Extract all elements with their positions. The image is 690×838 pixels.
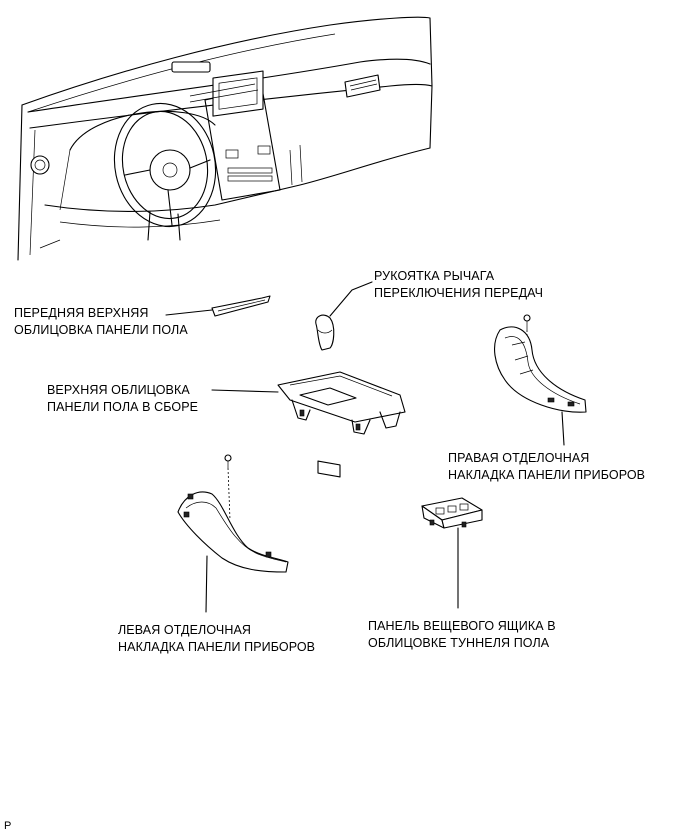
- front-upper-trim-part: [165, 295, 271, 317]
- label-console-box-panel: ПАНЕЛЬ ВЕЩЕВОГО ЯЩИКА В ОБЛИЦОВКЕ ТУННЕЛ…: [368, 619, 556, 650]
- left-trim-part: [177, 454, 289, 613]
- label-front-upper-trim: ПЕРЕДНЯЯ ВЕРХНЯЯ ОБЛИЦОВКА ПАНЕЛИ ПОЛА: [14, 306, 188, 337]
- label-left-trim: ЛЕВАЯ ОТДЕЛОЧНАЯ НАКЛАДКА ПАНЕЛИ ПРИБОРО…: [118, 623, 316, 654]
- upper-console-part: [211, 371, 406, 478]
- center-buttons: [225, 145, 273, 182]
- console-box-panel-part: [421, 497, 483, 609]
- label-shift-knob: РУКОЯТКА РЫЧАГА ПЕРЕКЛЮЧЕНИЯ ПЕРЕДАЧ: [374, 269, 544, 300]
- right-trim-part: [494, 314, 587, 446]
- corner-mark: P: [4, 820, 12, 832]
- dashboard-overview: [17, 16, 433, 261]
- label-upper-console: ВЕРХНЯЯ ОБЛИЦОВКА ПАНЕЛИ ПОЛА В СБОРЕ: [47, 383, 199, 414]
- shift-knob-part: [315, 281, 373, 351]
- label-right-trim: ПРАВАЯ ОТДЕЛОЧНАЯ НАКЛАДКА ПАНЕЛИ ПРИБОР…: [448, 451, 646, 482]
